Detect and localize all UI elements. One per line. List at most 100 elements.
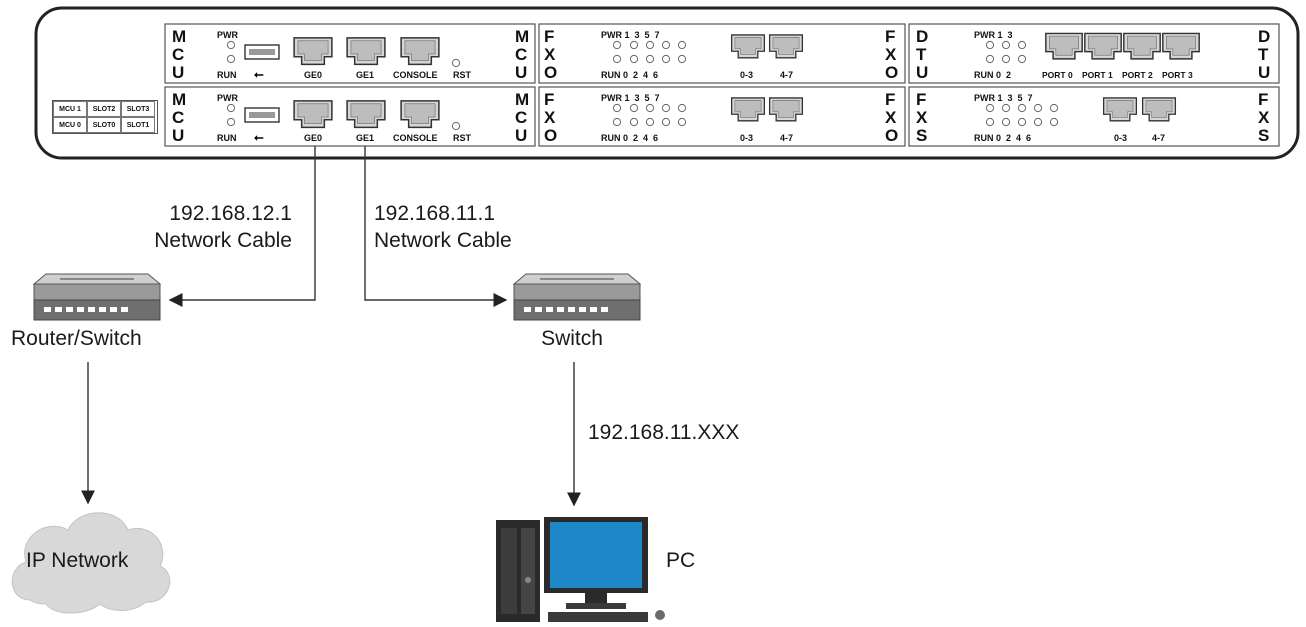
- dtu-letter: D: [916, 27, 928, 46]
- fxo-letter: O: [885, 63, 898, 82]
- dtu-letter: D: [1258, 27, 1270, 46]
- fxs-letter: S: [1258, 126, 1269, 145]
- console-port-label: CONSOLE: [393, 70, 438, 80]
- pwr-led: [226, 103, 236, 113]
- slot-cell: SLOT1: [121, 117, 155, 133]
- fxo-letter: F: [544, 90, 554, 109]
- led-legend-bottom: RUN 0 2 4 6: [601, 70, 658, 80]
- mcu-letter: C: [172, 108, 184, 127]
- port-0-label: PORT 0: [1042, 70, 1073, 80]
- port-1-label: PORT 1: [1082, 70, 1113, 80]
- fxs-letter: X: [1258, 108, 1270, 127]
- slot-cell: SLOT0: [87, 117, 121, 133]
- run-led: [226, 117, 236, 127]
- ge0-cable-line: [168, 146, 316, 307]
- slot-cell: MCU 0: [53, 117, 87, 133]
- rst-label: RST: [453, 133, 472, 143]
- port-2-label: PORT 2: [1122, 70, 1153, 80]
- fxo-letter: X: [885, 108, 897, 127]
- fxs-letter: X: [916, 108, 928, 127]
- port-label-4-7: 4-7: [780, 133, 793, 143]
- fxs-letter: S: [916, 126, 927, 145]
- router-switch-icon: [32, 273, 162, 321]
- fxs-module: [908, 86, 1280, 147]
- router-switch-label: Router/Switch: [11, 327, 142, 350]
- ge1-port-label: GE1: [356, 70, 374, 80]
- fxs-letter: F: [916, 90, 926, 109]
- fxo-letter: F: [544, 27, 554, 46]
- mcu-letter: U: [172, 126, 184, 145]
- pwr-label: PWR: [217, 30, 238, 40]
- slot-cell: MCU 1: [53, 101, 87, 117]
- run-label: RUN: [217, 133, 237, 143]
- slot-table: MCU 1 SLOT2 SLOT3 MCU 0 SLOT0 SLOT1: [52, 100, 158, 134]
- rst-button: [451, 121, 461, 131]
- mcu-letter: M: [515, 90, 529, 109]
- switch-icon: [512, 273, 642, 321]
- led-legend-bottom: RUN 0 2 4 6: [601, 133, 658, 143]
- ge0-cable-label: Network Cable: [154, 229, 292, 252]
- fxo-letter: X: [885, 45, 897, 64]
- run-led: [226, 54, 236, 64]
- usb-port-inner: [249, 49, 275, 55]
- led-legend-top: PWR 1 3: [974, 30, 1013, 40]
- ge1-cable-label: Network Cable: [374, 229, 512, 252]
- pwr-label: PWR: [217, 93, 238, 103]
- dtu-letter: U: [916, 63, 928, 82]
- pc-ip-label: 192.168.11.XXX: [588, 421, 740, 444]
- rst-label: RST: [453, 70, 472, 80]
- fxo-module-top: [538, 23, 906, 84]
- port-label-4-7: 4-7: [780, 70, 793, 80]
- mcu-letter: M: [172, 27, 186, 46]
- fxo-letter: O: [885, 126, 898, 145]
- ge0-port-label: GE0: [304, 133, 322, 143]
- port-label-0-3: 0-3: [740, 133, 753, 143]
- fxo-letter: F: [885, 27, 895, 46]
- ge1-cable-line: [364, 146, 508, 307]
- mcu-letter: U: [515, 63, 527, 82]
- fxo-letter: F: [885, 90, 895, 109]
- rst-button: [451, 58, 461, 68]
- led-legend-top: PWR 1 3 5 7: [601, 93, 660, 103]
- led-legend-bottom: RUN 0 2 4 6: [974, 133, 1031, 143]
- pc-label: PC: [666, 549, 696, 572]
- led-legend-top: PWR 1 3 5 7: [601, 30, 660, 40]
- fxo-letter: X: [544, 108, 556, 127]
- ge0-port-label: GE0: [304, 70, 322, 80]
- usb-icon: ⭠: [254, 67, 264, 81]
- ge1-ip-label: 192.168.11.1: [374, 202, 496, 225]
- cloud-icon: [11, 512, 171, 614]
- port-3-label: PORT 3: [1162, 70, 1193, 80]
- mcu-letter: C: [515, 45, 527, 64]
- usb-icon: ⭠: [254, 130, 264, 144]
- switch-label: Switch: [541, 327, 603, 350]
- port-label-4-7: 4-7: [1152, 133, 1165, 143]
- fxo-letter: O: [544, 63, 557, 82]
- dtu-letter: T: [916, 45, 927, 64]
- mcu-letter: U: [515, 126, 527, 145]
- usb-port-inner: [249, 112, 275, 118]
- fxo-letter: X: [544, 45, 556, 64]
- dtu-letter: U: [1258, 63, 1270, 82]
- fxo-letter: O: [544, 126, 557, 145]
- cloud-label: IP Network: [26, 549, 129, 572]
- led-legend-top: PWR 1 3 5 7: [974, 93, 1033, 103]
- led-legend-bottom: RUN 0 2: [974, 70, 1011, 80]
- dtu-letter: T: [1258, 45, 1269, 64]
- run-label: RUN: [217, 70, 237, 80]
- mcu-letter: U: [172, 63, 184, 82]
- console-port-label: CONSOLE: [393, 133, 438, 143]
- port-label-0-3: 0-3: [740, 70, 753, 80]
- ge0-ip-label: 192.168.12.1: [169, 202, 292, 225]
- pwr-led: [226, 40, 236, 50]
- fxo-module-bottom: [538, 86, 906, 147]
- pc-icon: [496, 517, 665, 622]
- mcu-letter: C: [515, 108, 527, 127]
- slot-cell: SLOT3: [121, 101, 155, 117]
- mcu-letter: C: [172, 45, 184, 64]
- port-label-0-3: 0-3: [1114, 133, 1127, 143]
- mcu-letter: M: [172, 90, 186, 109]
- ge1-port-label: GE1: [356, 133, 374, 143]
